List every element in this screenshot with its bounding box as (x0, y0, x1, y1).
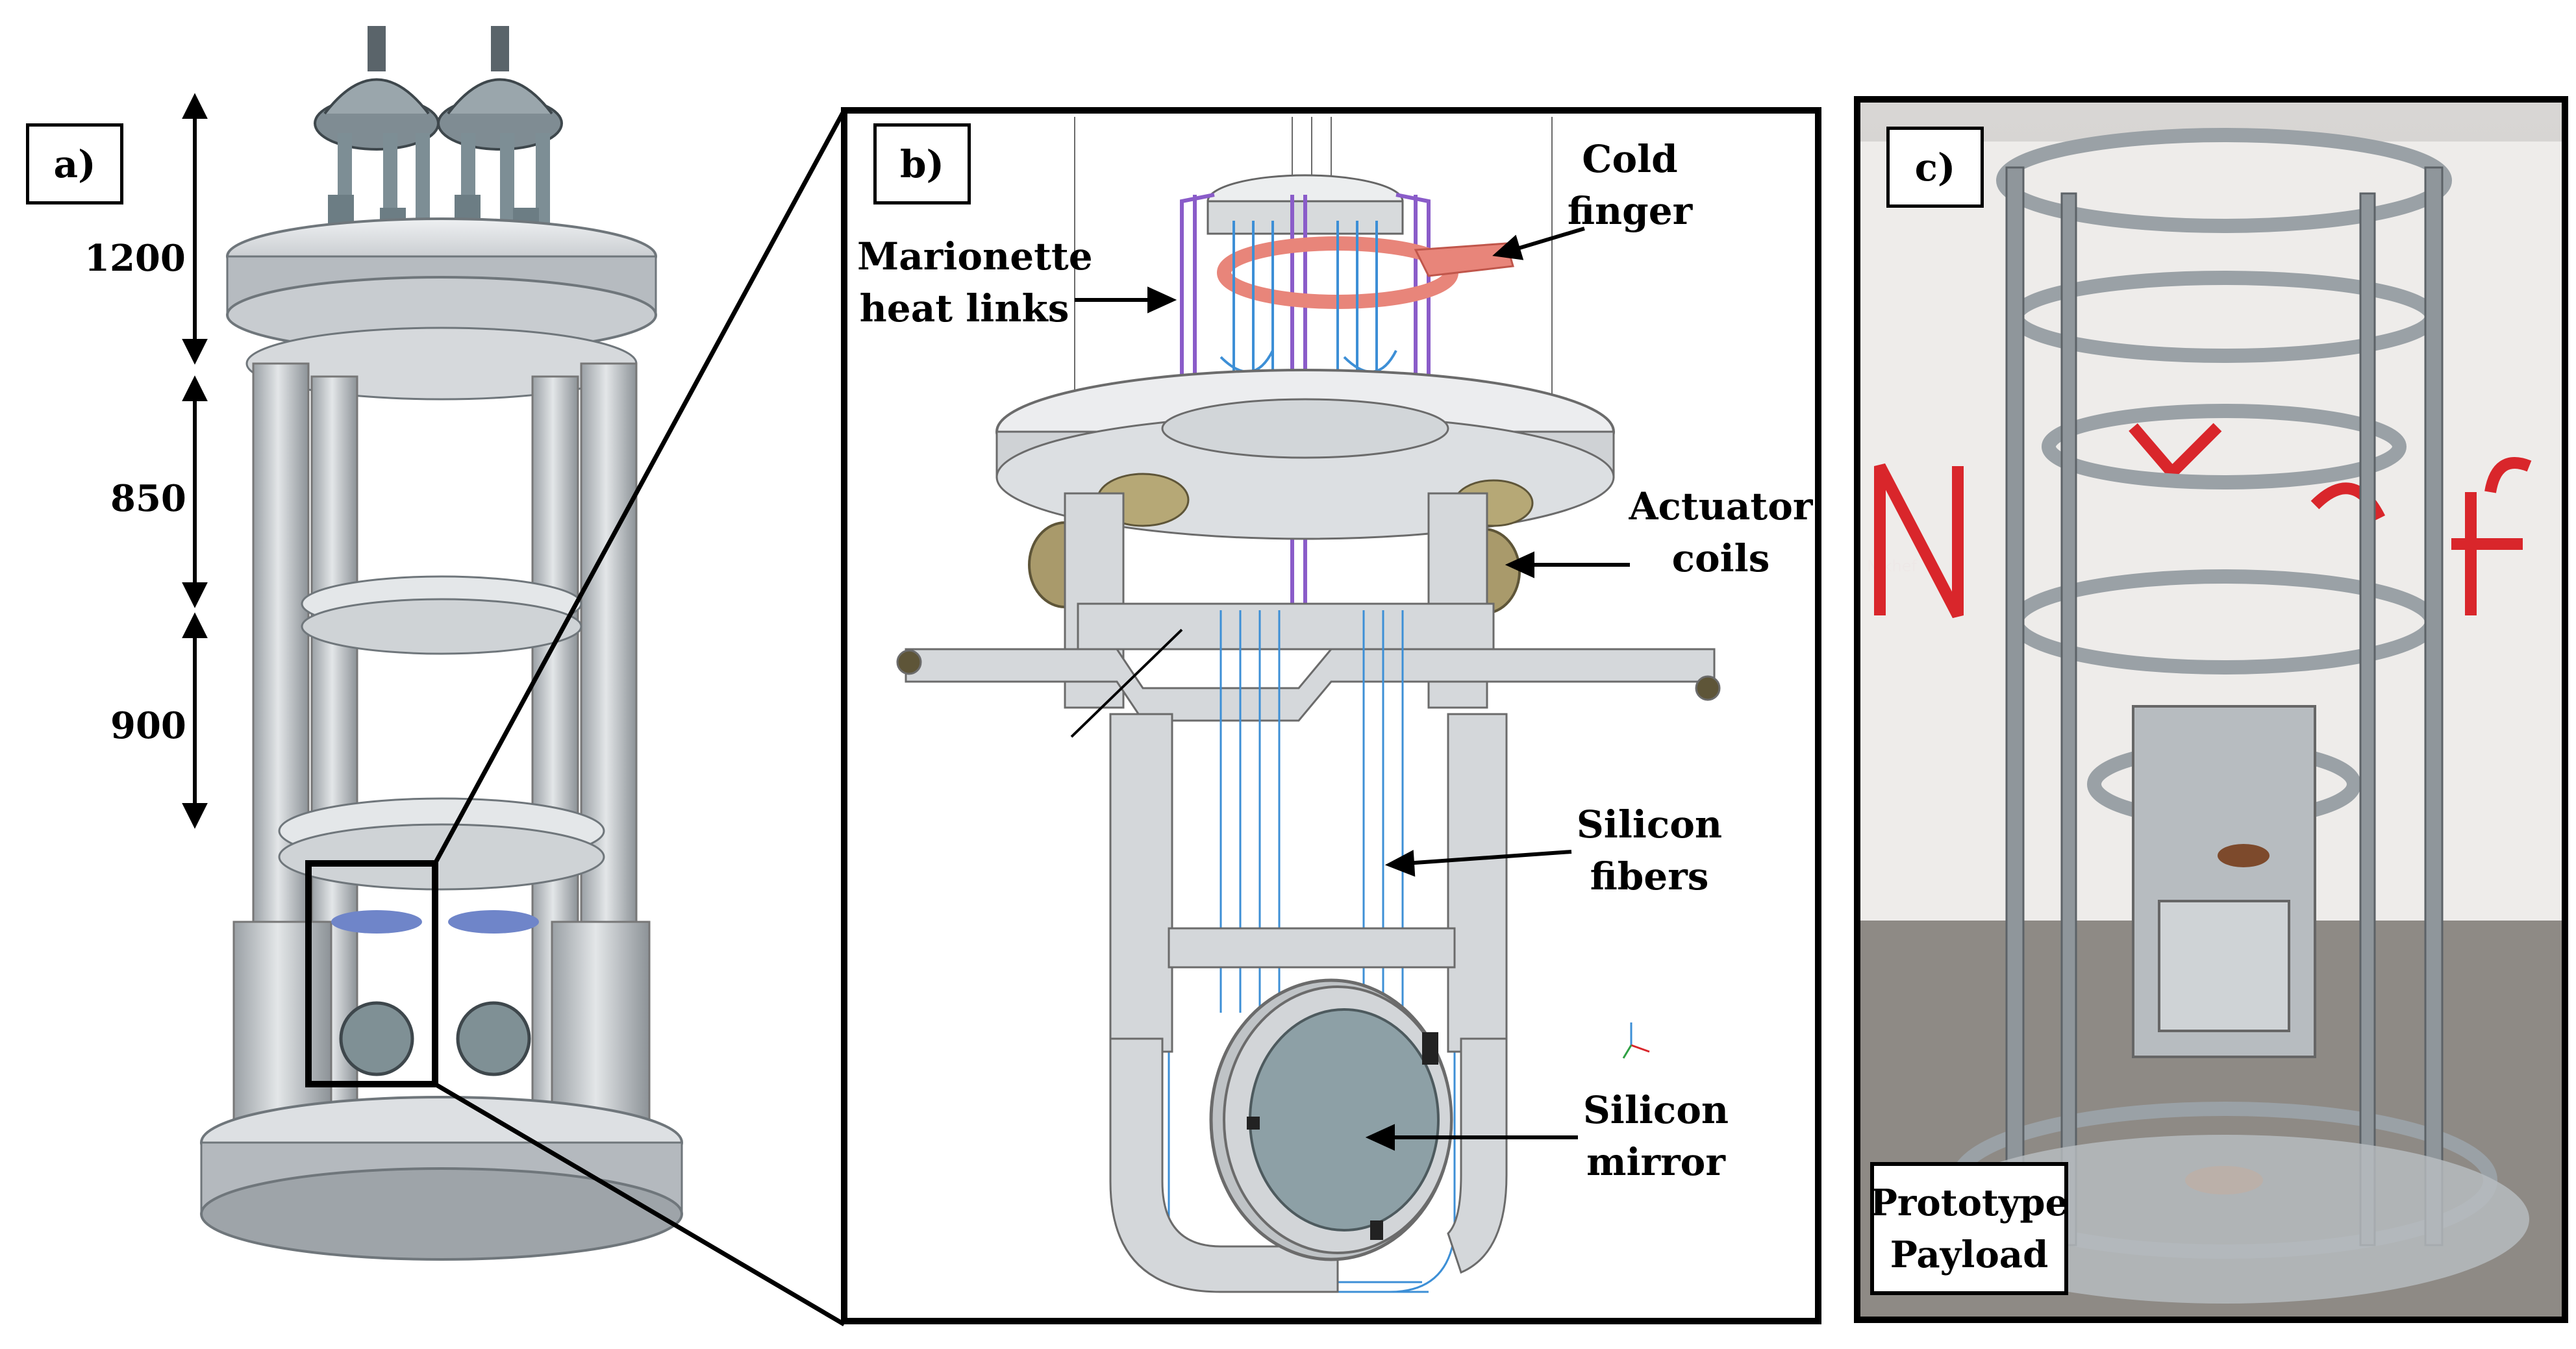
silicon-mirror (1209, 978, 1453, 1261)
panel-c-frame: Nikhef (1854, 96, 2568, 1323)
fibers-label-line2: fibers (1590, 854, 1709, 898)
dimension-850: 850 (110, 477, 186, 520)
lower-payloads (232, 910, 651, 1144)
lower-payload-frame (1109, 713, 1508, 1293)
prototype-label-line2: Payload (1890, 1233, 2049, 1276)
prototype-label-line1: Prototype (1869, 1181, 2069, 1224)
dimension-arrows (182, 93, 208, 829)
dimension-900: 900 (110, 704, 186, 747)
panel-c-tag: c) (1886, 127, 1984, 208)
callout-arrows (1075, 227, 1630, 1151)
middle-stages (278, 575, 605, 891)
cold-label-line1: Cold (1582, 137, 1678, 181)
silicon-fibers-label: Silicon fibers (1565, 798, 1734, 902)
cold-label-line2: finger (1567, 189, 1693, 233)
photo-wall-text: Nikhef (1867, 557, 1917, 575)
cold-finger-label: Cold finger (1545, 133, 1714, 237)
actuator-coils-label: Actuator coils (1623, 480, 1818, 584)
mirror-label-line1: Silicon (1582, 1088, 1729, 1132)
panel-c-photo (1860, 128, 2562, 1317)
actuator-label-line1: Actuator (1629, 484, 1813, 528)
wall-logo (1874, 423, 2532, 619)
base-ring (200, 1096, 683, 1261)
prototype-payload-label: Prototype Payload (1870, 1162, 2068, 1295)
silicon-mirror-label: Silicon mirror (1571, 1084, 1740, 1188)
marionette-label-line1: Marionette (857, 234, 1093, 278)
fibers-label-line1: Silicon (1576, 802, 1723, 847)
marionette-frame (896, 492, 1721, 722)
dimension-1200: 1200 (84, 237, 186, 280)
marionette-label-line2: heat links (859, 286, 1069, 330)
axes-triad-icon (1622, 1022, 1650, 1059)
photo-rods (2005, 166, 2444, 1246)
panel-b-tag: b) (873, 123, 971, 204)
actuator-label-line2: coils (1671, 536, 1770, 580)
top-plate-stack (226, 217, 657, 401)
zoom-box (305, 860, 438, 1087)
mirror-label-line2: mirror (1586, 1140, 1725, 1184)
marionette-heat-links-label: Marionette heat links (857, 230, 1093, 334)
panel-a-tag: a) (26, 123, 123, 204)
cold-finger (1217, 236, 1514, 309)
